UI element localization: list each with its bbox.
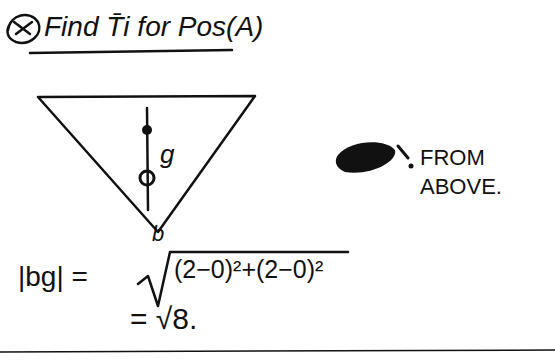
exclamation-dot xyxy=(409,164,414,169)
point-label: b xyxy=(152,222,164,246)
scribble-blob xyxy=(336,142,395,172)
note: FROM ABOVE. xyxy=(420,144,530,201)
equation-result: = √8. xyxy=(130,302,197,335)
scribble-mark xyxy=(8,15,40,43)
point-dot xyxy=(142,125,152,135)
radicand: (2−0)²+(2−0)² xyxy=(174,256,323,284)
title: Find T̄i for Pos(A) xyxy=(44,12,263,43)
center-line xyxy=(147,108,148,210)
point-circle xyxy=(140,171,154,185)
underline xyxy=(30,50,232,53)
point-label: g xyxy=(160,140,174,169)
radical-sign xyxy=(138,252,348,306)
bottom-rule xyxy=(0,350,555,352)
scribble-mark xyxy=(14,22,32,34)
triangle-outline xyxy=(38,96,255,232)
exclamation-mark xyxy=(398,146,408,158)
equation-lhs: |bg| = xyxy=(18,262,88,293)
